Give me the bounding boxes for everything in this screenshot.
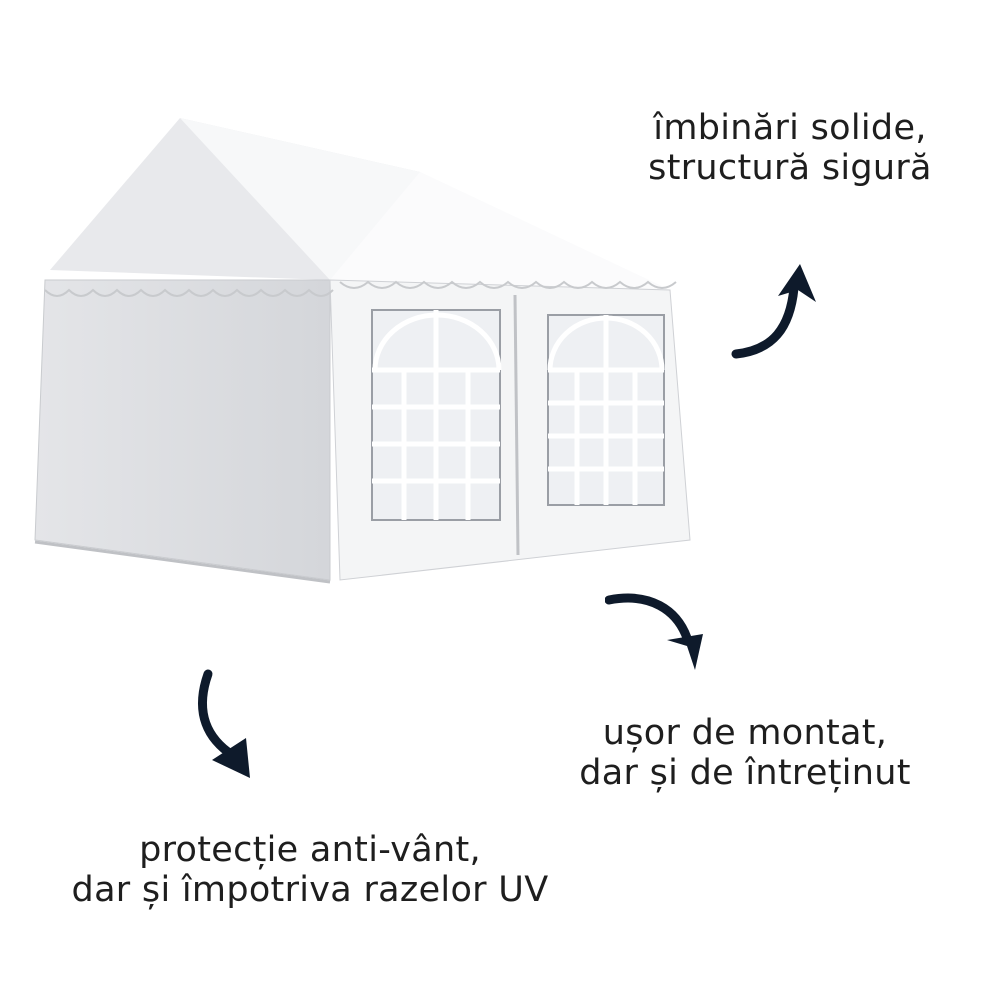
tent-image xyxy=(34,118,691,584)
feature-caption-assembly: ușor de montat, dar și de întreținut xyxy=(530,713,960,793)
feature-caption-protection: protecție anti-vânt, dar și împotriva ra… xyxy=(10,830,610,910)
caption-line: ușor de montat, xyxy=(602,713,888,753)
caption-line: protecție anti-vânt, xyxy=(139,830,481,870)
curved-arrow-up-icon xyxy=(731,264,816,359)
curved-arrow-down-right-icon xyxy=(605,593,703,670)
curved-arrow-down-icon xyxy=(197,669,250,778)
feature-caption-structure: îmbinări solide, structură sigură xyxy=(600,108,980,188)
caption-line: dar și împotriva razelor UV xyxy=(71,870,549,910)
caption-line: îmbinări solide, xyxy=(653,108,927,148)
caption-line: dar și de întreținut xyxy=(579,753,911,793)
caption-line: structură sigură xyxy=(648,148,932,188)
